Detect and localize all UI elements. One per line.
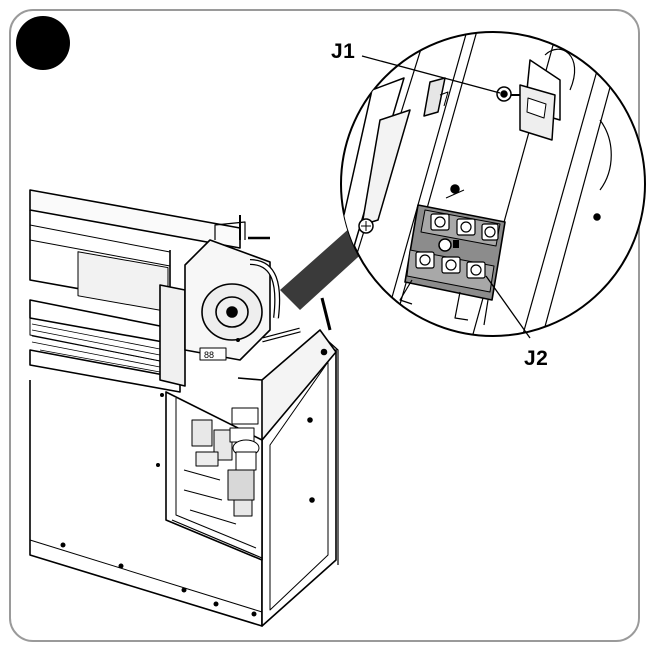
label-j2: J2 — [524, 347, 549, 370]
j1-leader-line — [361, 55, 501, 94]
svg-text:88: 88 — [204, 350, 214, 360]
step-marker-icon — [16, 16, 70, 70]
unit-body: 88 — [29, 189, 339, 627]
connector-band — [280, 226, 368, 310]
panel-screws — [60, 338, 257, 617]
j2-leader-line — [485, 275, 531, 339]
label-j1: J1 — [331, 40, 356, 63]
